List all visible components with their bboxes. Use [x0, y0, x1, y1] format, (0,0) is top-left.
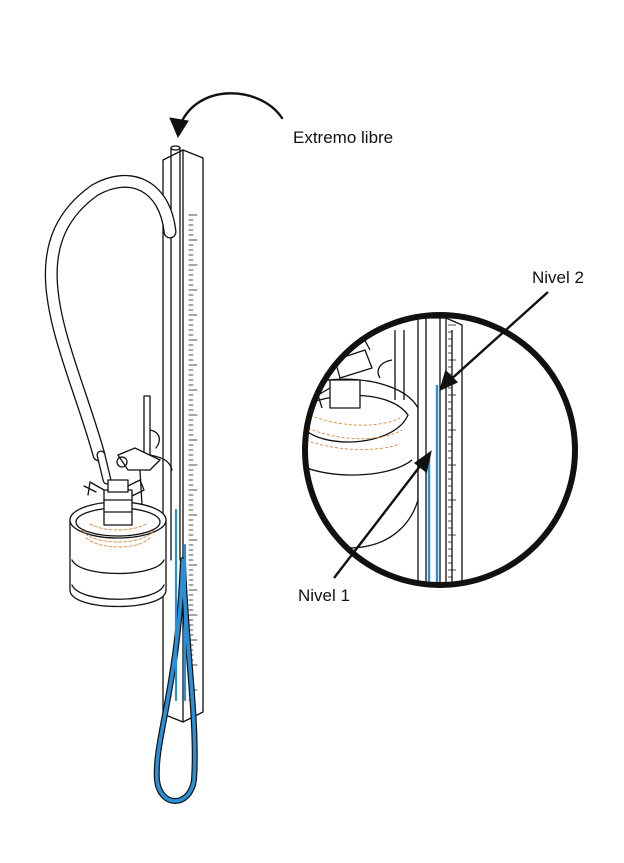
free-end-label: Extremo libre	[293, 128, 394, 147]
u-tube	[153, 508, 198, 804]
level-2-pointer	[439, 291, 549, 392]
manometer-apparatus	[44, 145, 204, 804]
free-end-arrow	[169, 92, 284, 139]
level-2-label: Nivel 2	[532, 268, 584, 287]
sample-jar	[69, 479, 167, 608]
level-1-label: Nivel 1	[298, 586, 350, 605]
flexible-tube	[44, 175, 177, 485]
level-1-pointer	[333, 450, 432, 579]
magnified-view	[302, 312, 578, 588]
